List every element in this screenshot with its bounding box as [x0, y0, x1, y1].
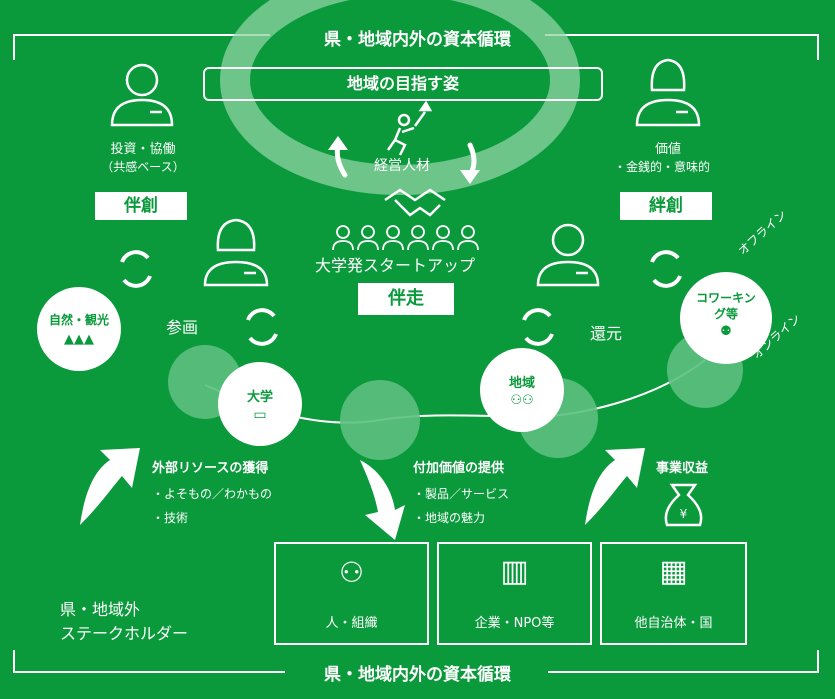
person-icon-top-left: [110, 63, 174, 127]
talent-label: 経営人材: [374, 158, 430, 174]
node-university: 大学 ▭: [218, 362, 302, 446]
desk-icon: ▭: [253, 407, 267, 423]
startup-people-icon: [332, 225, 479, 251]
added-value-item-2: ・地域の魅力: [413, 511, 486, 525]
stakeholder-label-1: 県・地域外: [60, 600, 141, 619]
runner-icon: [386, 100, 433, 156]
node-region: 地域 ⚇⚇: [480, 348, 564, 432]
sanga-label: 参画: [166, 318, 199, 337]
added-value-item-1: ・製品／サービス: [413, 487, 510, 501]
stakeholder-box-government: ▦ 他自治体・国: [600, 542, 747, 645]
family-icon: ⚇⚇: [510, 393, 534, 408]
handshake-icon: [384, 188, 446, 217]
top-frame-title: 県・地域内外の資本循環: [324, 30, 511, 50]
node-university-label: 大学: [246, 390, 273, 405]
right-person-line2: ・金銭的・意味的: [614, 160, 711, 174]
left-person-line2: （共感ベース）: [101, 160, 185, 174]
svg-text:¥: ¥: [680, 507, 688, 521]
cycle-icon-kangen: [522, 308, 554, 346]
arrow-external-up: [80, 448, 140, 525]
revenue-title: 事業収益: [656, 461, 709, 476]
bansou-badge: 伴走: [358, 283, 454, 315]
external-title: 外部リソースの獲得: [152, 461, 269, 476]
added-value-title: 付加価値の提供: [413, 461, 505, 476]
node-nature-label: 自然・観光: [48, 313, 109, 327]
right-person-badge: 絆創: [620, 192, 712, 220]
ring-arrowhead-left: [328, 136, 348, 150]
outer-frame: [13, 34, 819, 673]
node-coworking: コワーキング等 ⚉: [680, 272, 772, 364]
stakeholder-box-people-label: 人・組織: [325, 616, 378, 631]
city-hall-icon: ▦: [659, 554, 688, 589]
bottom-frame-title: 県・地域内外の資本循環: [324, 665, 511, 685]
arrow-value-down: [360, 460, 405, 540]
stakeholder-box-company: ▥ 企業・NPO等: [437, 542, 592, 645]
left-person-line1: 投資・協働: [110, 142, 176, 157]
meeting-icon: ⚉: [720, 324, 732, 339]
node-light-2: [340, 380, 420, 460]
node-nature: 自然・観光 ▲▲▲: [37, 287, 121, 371]
goal-ring: [220, 0, 580, 195]
person-icon-mid-left: [203, 218, 269, 287]
cycle-icon-sanga: [246, 308, 278, 346]
stakeholder-box-company-label: 企業・NPO等: [474, 616, 555, 631]
arrow-revenue-up: [585, 448, 645, 525]
building-icon: ▥: [500, 554, 529, 589]
trees-icon: ▲▲▲: [64, 332, 94, 347]
external-item-1: ・よそもの／わかもの: [152, 487, 273, 501]
person-icon-mid-right: [536, 223, 600, 287]
person-icon-top-right: [635, 58, 701, 127]
startup-label: 大学発スタートアップ: [315, 256, 476, 275]
stakeholder-label-2: ステークホルダー: [60, 624, 189, 643]
stakeholder-box-people: ⚇ 人・組織: [274, 542, 429, 645]
stakeholder-box-government-label: 他自治体・国: [634, 616, 713, 631]
goal-box: 地域の目指す姿: [203, 67, 603, 101]
node-region-label: 地域: [508, 376, 535, 391]
left-person-badge: 伴創: [95, 192, 187, 220]
people-icon: ⚇: [338, 556, 365, 589]
kangen-label: 還元: [590, 324, 623, 343]
external-item-2: ・技術: [152, 511, 189, 525]
cycle-icon-left-person: [120, 250, 152, 288]
money-bag-icon: ¥: [664, 483, 703, 527]
ring-arrowhead-right: [460, 170, 480, 184]
right-person-line1: 価値: [654, 142, 681, 157]
node-coworking-label: コワーキング等: [696, 291, 756, 321]
cycle-icon-right-person: [650, 250, 682, 288]
